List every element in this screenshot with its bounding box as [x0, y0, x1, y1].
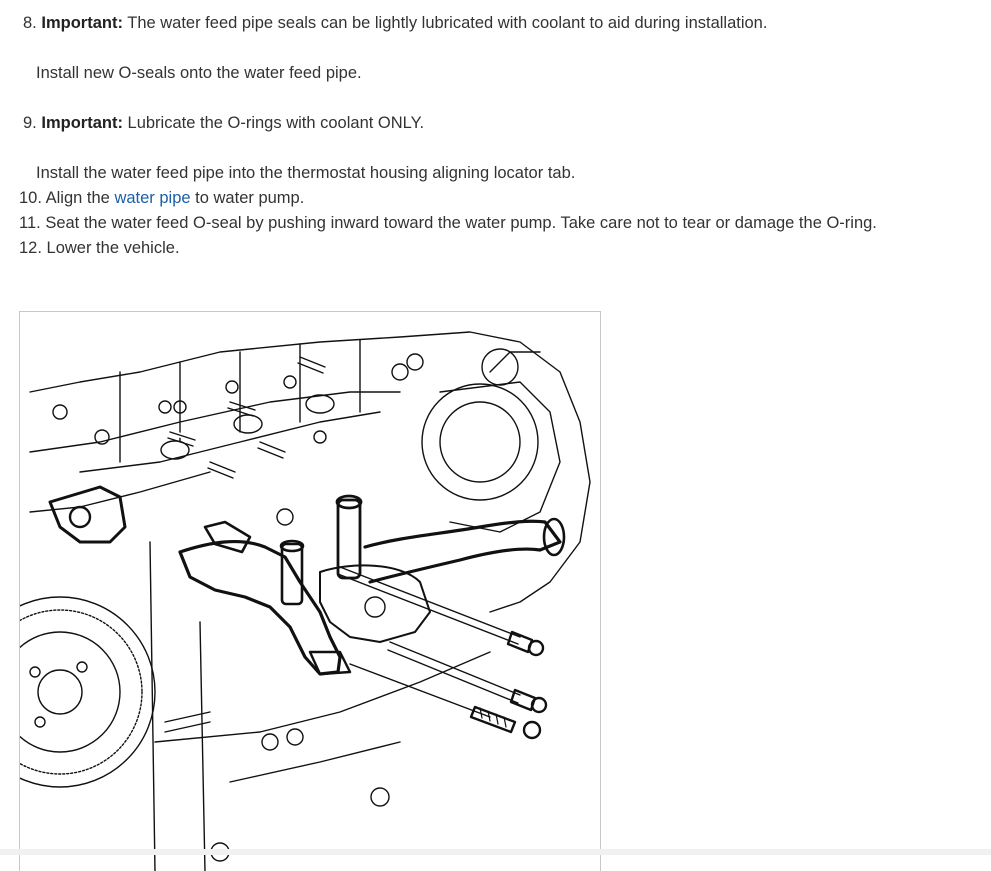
step-text: Lower the vehicle.: [46, 239, 180, 257]
step-text: to water pump.: [195, 189, 305, 207]
step-number: 8.: [23, 14, 37, 32]
step-number: 11.: [19, 214, 41, 232]
engine-water-pipe-illustration: [20, 331, 591, 871]
step-text: Align the: [45, 189, 110, 207]
important-label: Important:: [41, 14, 123, 32]
important-text: The water feed pipe seals can be lightly…: [127, 14, 768, 32]
step-text: Seat the water feed O-seal by pushing in…: [45, 214, 877, 232]
step-10: 10. Align the water pipe to water pump.: [19, 187, 304, 209]
step-number: 10.: [19, 189, 42, 207]
step-11: 11. Seat the water feed O-seal by pushin…: [19, 212, 877, 234]
step-number: 12.: [19, 239, 42, 257]
page-bottom-divider: [0, 849, 991, 855]
step-9-important: 9. Important: Lubricate the O-rings with…: [23, 112, 424, 134]
engine-illustration-frame: [19, 311, 601, 871]
important-label: Important:: [41, 114, 123, 132]
step-12: 12. Lower the vehicle.: [19, 237, 180, 259]
step-8-instruction: Install new O-seals onto the water feed …: [36, 64, 362, 82]
step-number: 9.: [23, 114, 37, 132]
water-pipe-link[interactable]: water pipe: [114, 189, 191, 207]
important-text: Lubricate the O-rings with coolant ONLY.: [127, 114, 425, 132]
step-8-important: 8. Important: The water feed pipe seals …: [23, 12, 767, 34]
step-9-instruction: Install the water feed pipe into the the…: [36, 164, 576, 182]
